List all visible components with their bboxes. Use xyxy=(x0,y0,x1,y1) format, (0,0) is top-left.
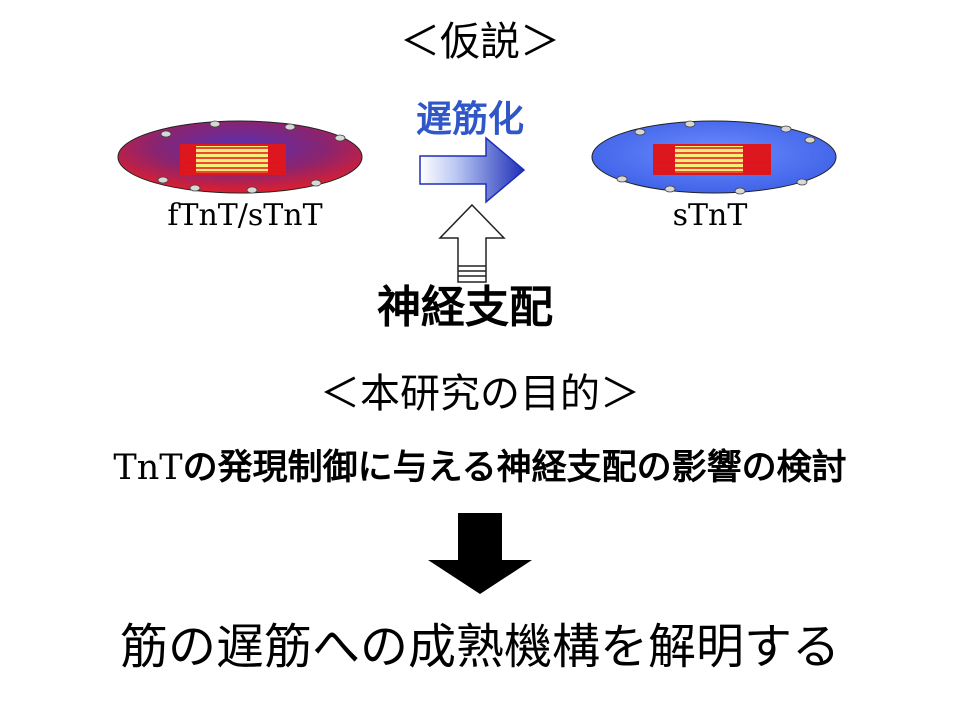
right-cell-caption: sTnT xyxy=(672,198,748,233)
right-myofibril xyxy=(653,144,771,175)
left-nuclei xyxy=(157,120,346,194)
right-muscle-cell xyxy=(591,120,837,195)
purpose-text: TnTの発現制御に与える神経支配の影響の検討 xyxy=(0,446,960,490)
conclusion-text: 筋の遅筋への成熟機構を解明する xyxy=(119,619,840,675)
right-nuclei xyxy=(616,120,816,195)
purpose-text-latin: TnT xyxy=(113,448,183,488)
arrow-label: 遅筋化 xyxy=(415,99,524,140)
purpose-title: ＜本研究の目的＞ xyxy=(320,371,640,417)
left-muscle-cell xyxy=(117,120,363,194)
innervation-label: 神経支配 xyxy=(377,282,553,333)
purpose-text-rest: の発現制御に与える神経支配の影響の検討 xyxy=(182,448,847,488)
hypothesis-title: ＜仮説＞ xyxy=(400,19,560,65)
right-arrow-icon xyxy=(419,136,526,204)
down-arrow-icon xyxy=(428,513,532,594)
left-cell-caption: fTnT/sTnT xyxy=(167,198,323,233)
left-myofibril xyxy=(180,144,286,175)
up-arrow-icon xyxy=(438,203,506,283)
